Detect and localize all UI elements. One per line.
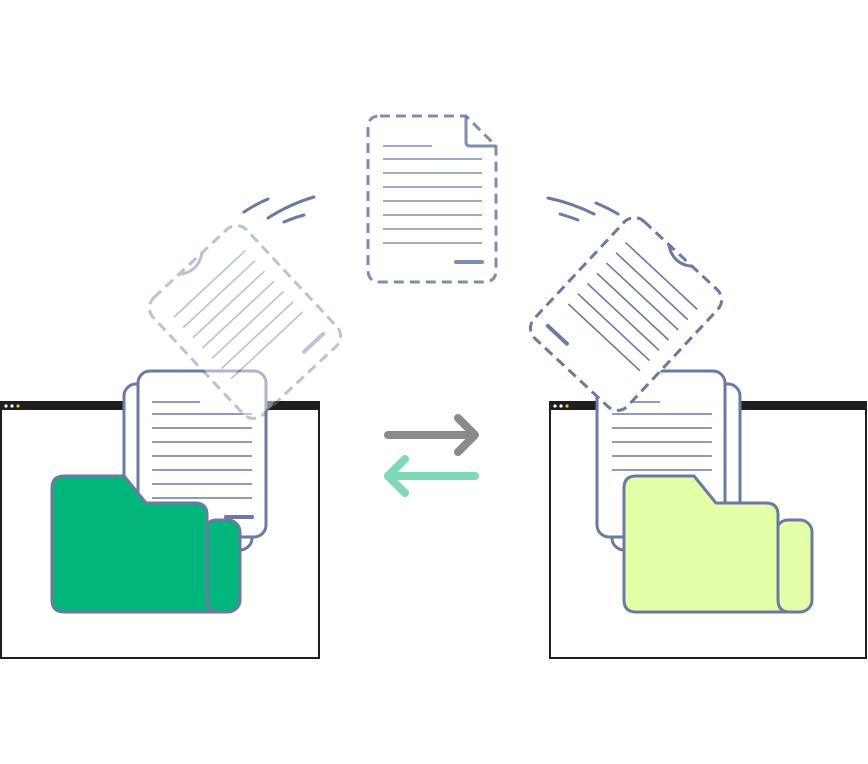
left-flying-document-icon (147, 224, 343, 420)
left-motion-lines-icon (242, 195, 316, 224)
right-window-dot-3 (565, 404, 569, 408)
left-folder-icon (50, 474, 242, 614)
right-folder-back (774, 518, 814, 614)
sync-arrows-icon (384, 414, 479, 497)
right-window-dot-2 (559, 404, 563, 408)
forward-arrow-icon (384, 414, 479, 456)
top-flying-document-icon (366, 114, 498, 284)
right-folder-front (622, 474, 792, 614)
left-window-dot-3 (16, 404, 20, 408)
left-folder-back (202, 518, 242, 614)
right-motion-lines-icon (546, 196, 620, 222)
left-folder-front (50, 474, 221, 614)
left-front-document-icon (136, 369, 268, 539)
left-window-dot-1 (4, 404, 8, 408)
left-window-dot-2 (10, 404, 14, 408)
right-folder-icon (622, 474, 814, 614)
back-arrow-icon (384, 455, 479, 497)
right-flying-document-icon (528, 216, 724, 412)
right-window-dot-1 (553, 404, 557, 408)
